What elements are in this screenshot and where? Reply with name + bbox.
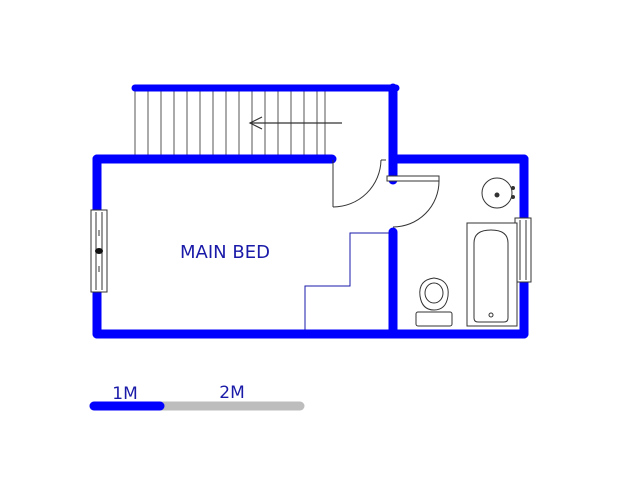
scale-label-2m: 2M — [219, 383, 244, 403]
basin-icon — [481, 177, 515, 209]
scale-label-1m: 1M — [112, 384, 137, 404]
scale-bar: 1M 2M — [89, 383, 305, 411]
walls — [92, 83, 529, 339]
cupboard-outline — [304, 232, 389, 330]
stair-arrow-icon — [248, 116, 342, 130]
door-swing-icon — [332, 159, 386, 208]
window-icon — [90, 209, 108, 293]
door-swing-icon — [386, 175, 440, 228]
bathtub-icon — [466, 222, 518, 327]
room-label-main-bed: MAIN BED — [180, 242, 270, 263]
toilet-icon — [415, 277, 453, 327]
